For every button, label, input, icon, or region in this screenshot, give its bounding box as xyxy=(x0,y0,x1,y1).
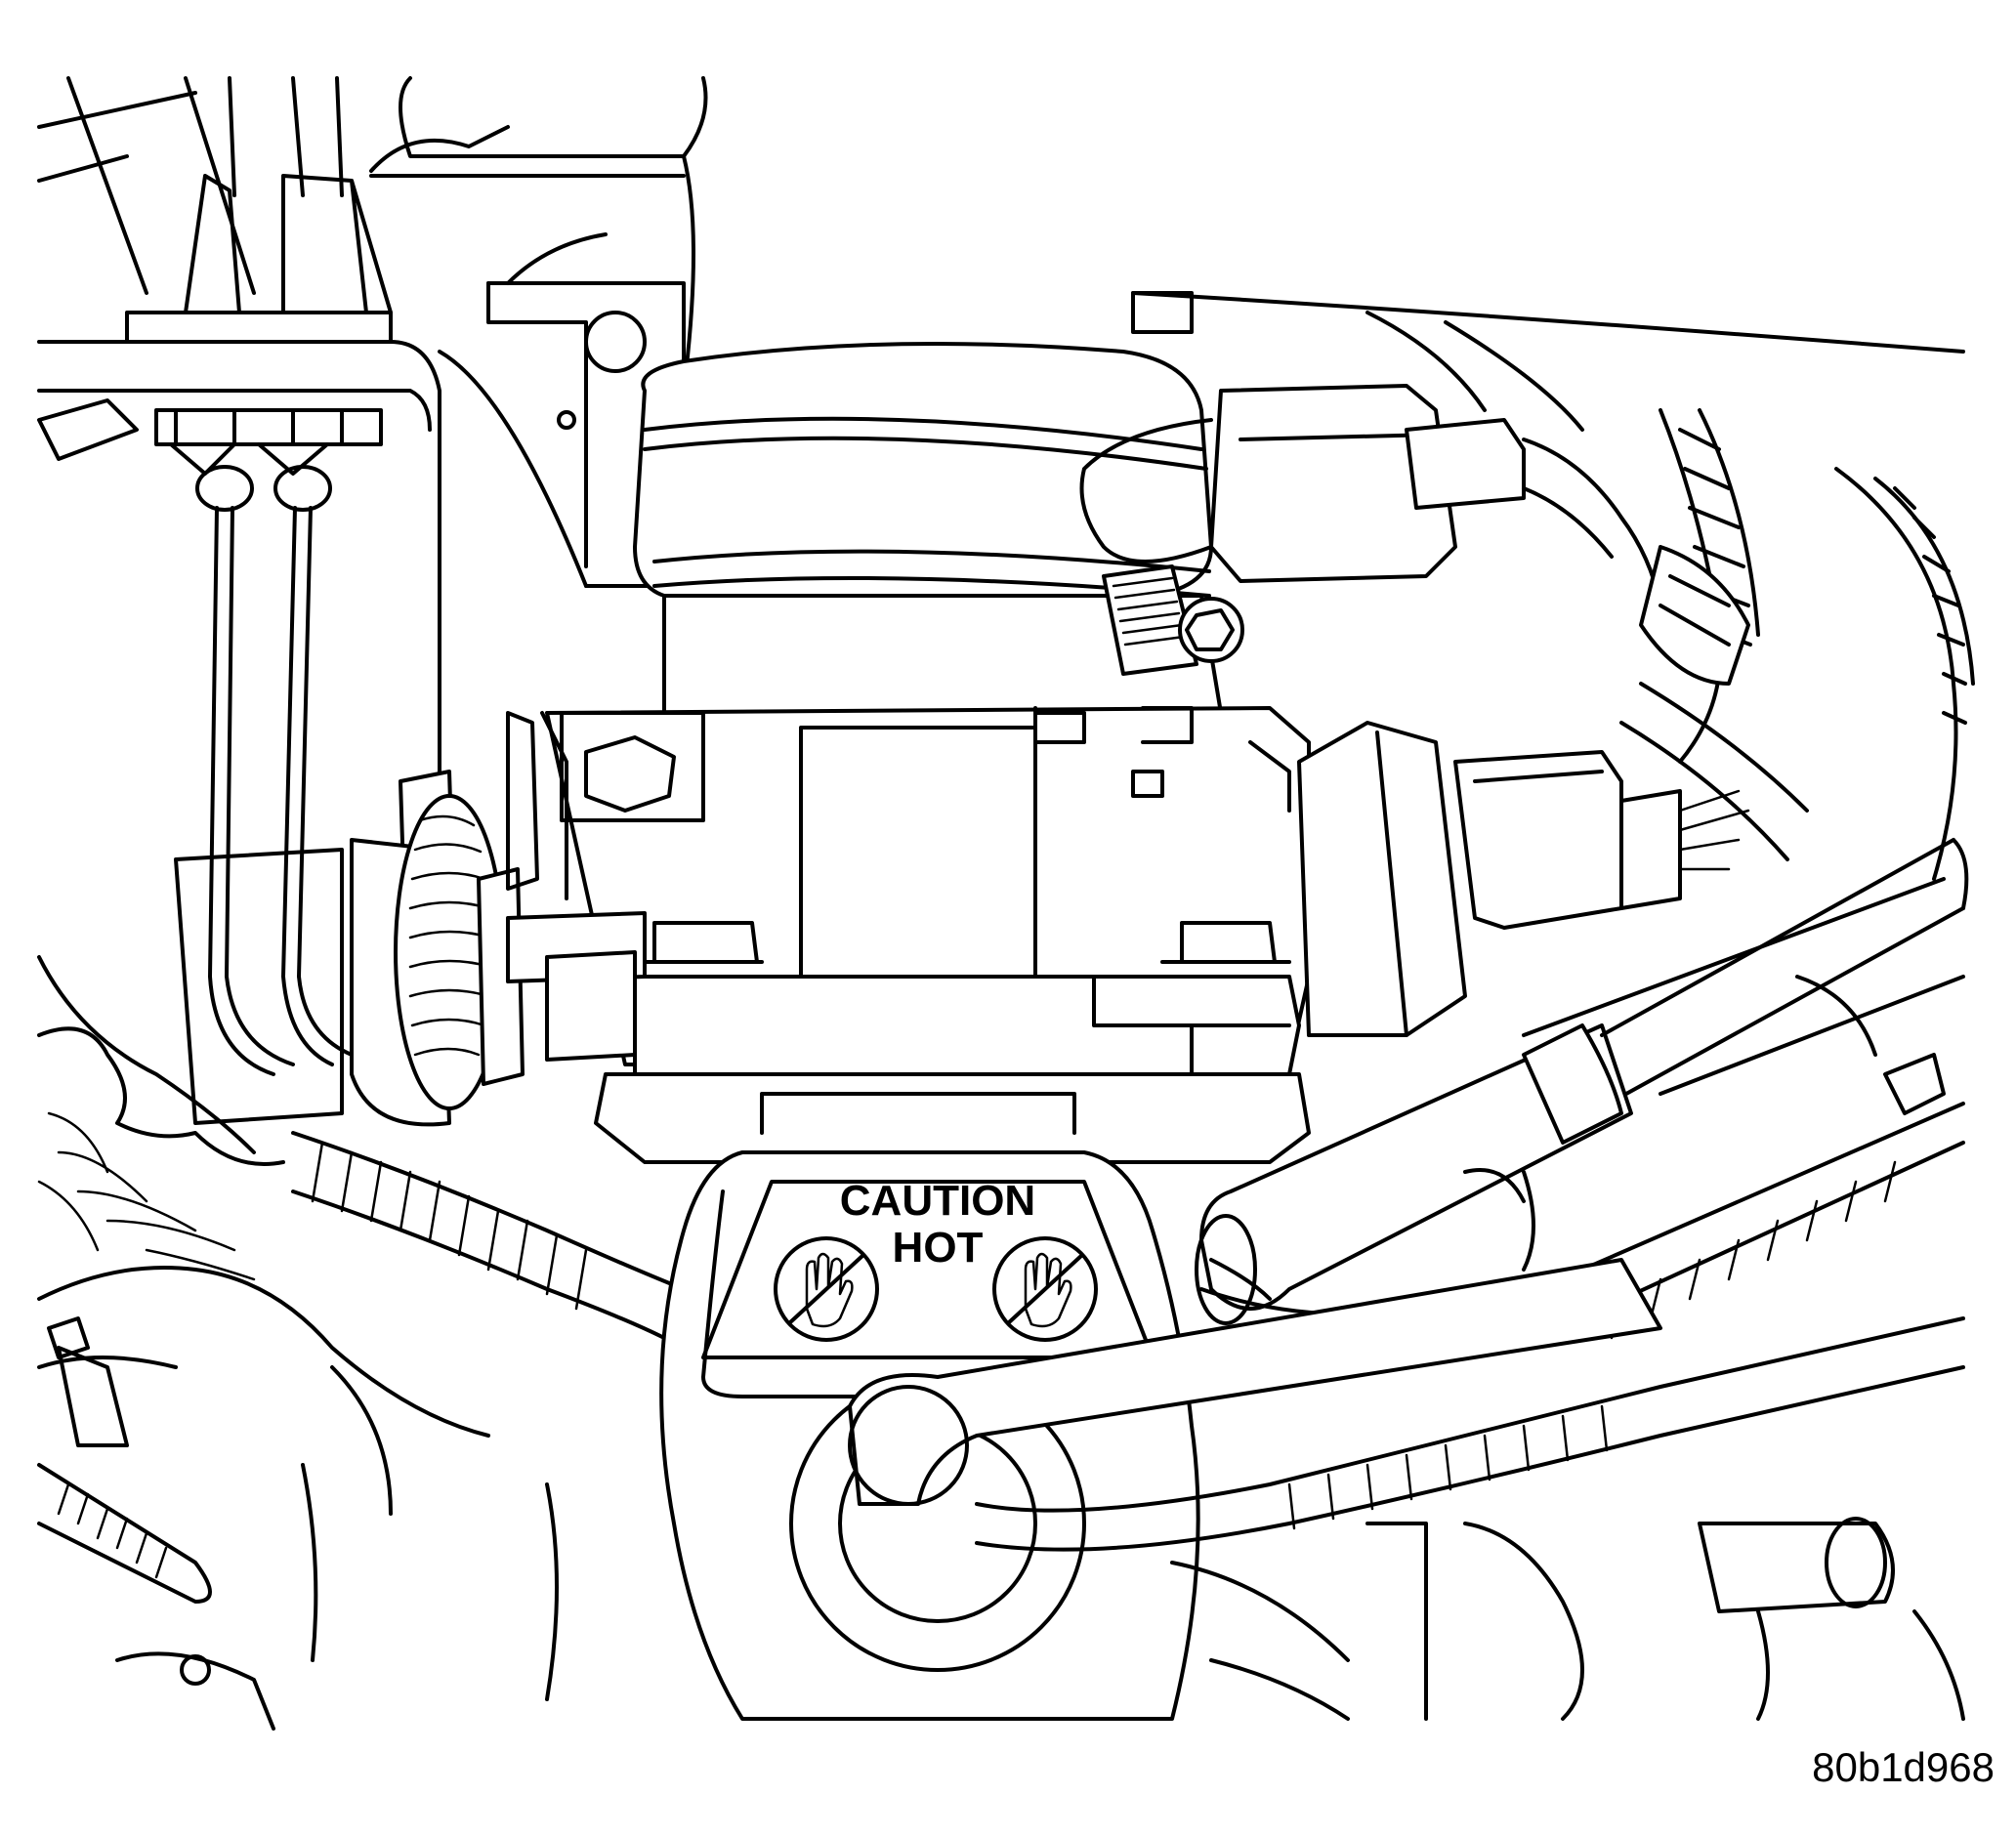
no-touch-hand-icon xyxy=(774,1236,879,1342)
hoses-and-lines xyxy=(848,838,1969,1721)
lower-left-engine-detail xyxy=(37,955,686,1731)
upper-right-harness xyxy=(1131,291,1975,881)
caution-hot-label: CAUTION HOT xyxy=(774,1177,1098,1342)
caution-text: CAUTION xyxy=(840,1177,1035,1225)
hot-text: HOT xyxy=(893,1224,984,1272)
no-touch-hand-icon xyxy=(992,1236,1098,1342)
figure-id-label: 80b1d968 xyxy=(1812,1744,1995,1790)
throttle-body xyxy=(174,342,1750,1164)
upper-left-wiring-and-bracket xyxy=(37,76,441,1076)
